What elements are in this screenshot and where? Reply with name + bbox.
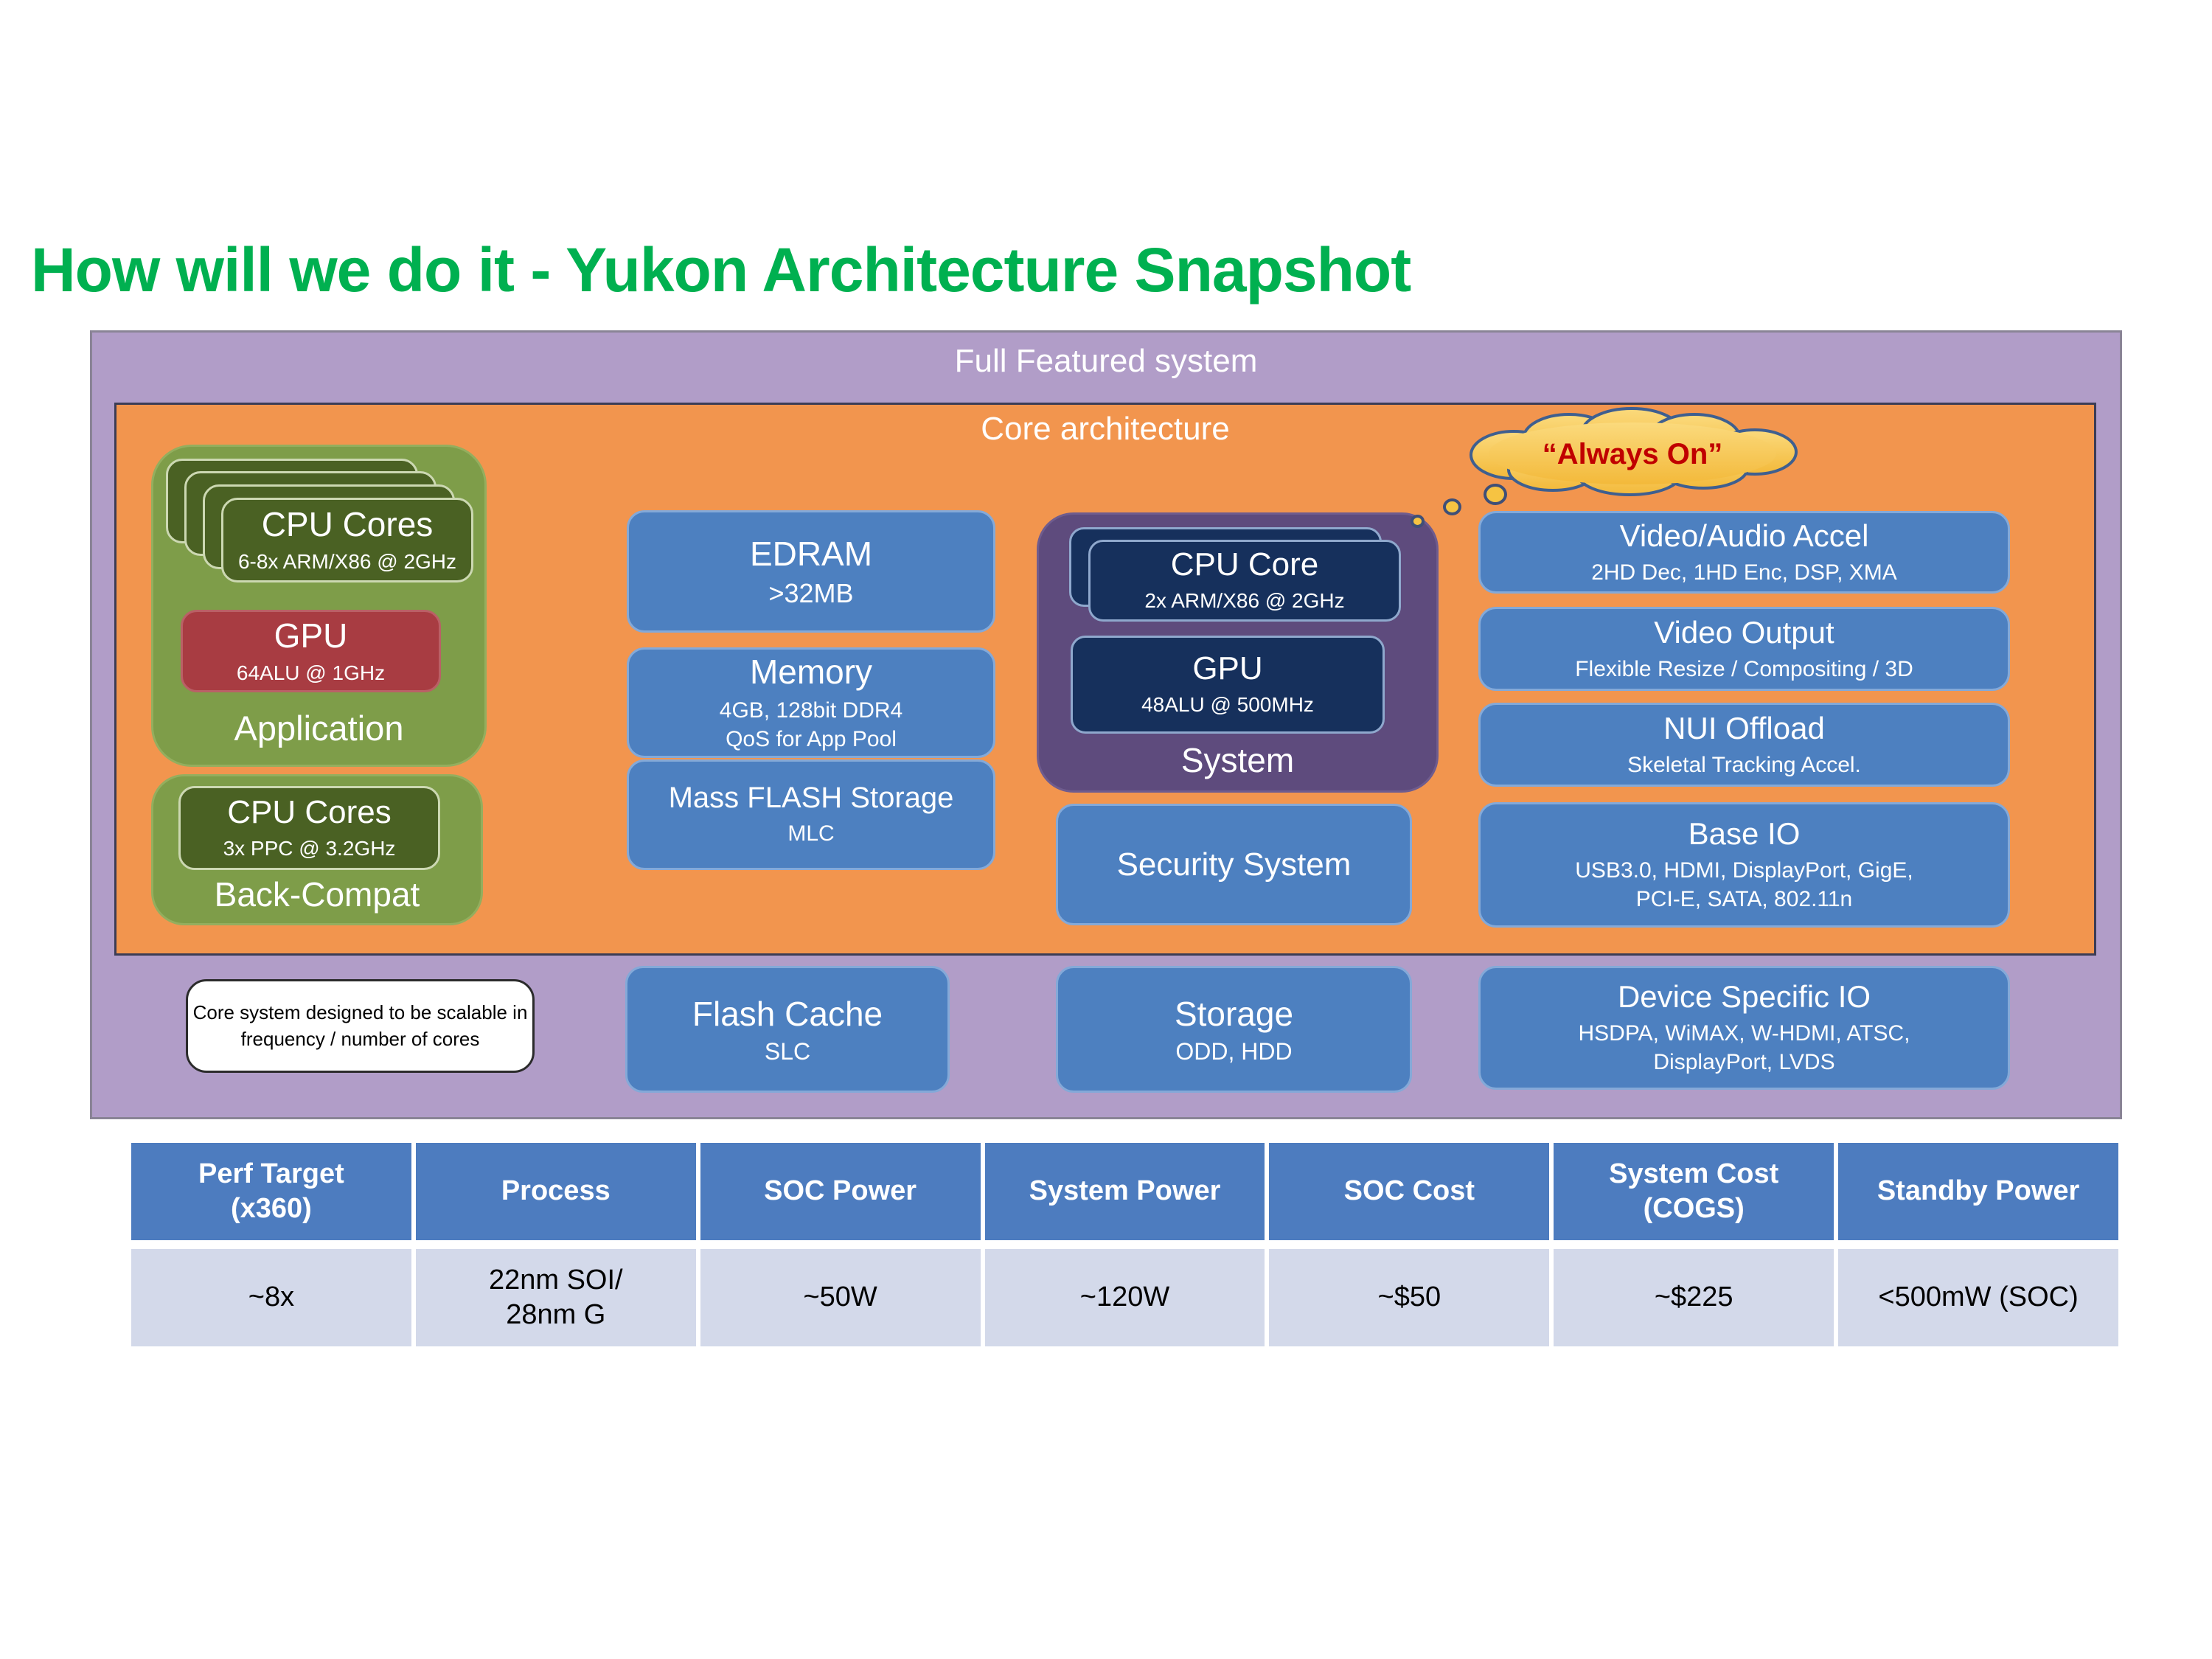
application-gpu-box: GPU 64ALU @ 1GHz [181, 610, 441, 692]
spec-table-header: System Power [984, 1143, 1265, 1240]
video-output-box: Video Output Flexible Resize / Compositi… [1478, 607, 2010, 691]
base-io-title: Base IO [1688, 816, 1801, 851]
full-featured-system-label: Full Featured system [954, 343, 1258, 379]
video-output-subtitle: Flexible Resize / Compositing / 3D [1575, 656, 1913, 681]
flash-cache-box: Flash Cache SLC [625, 966, 950, 1093]
backcompat-cpu-cores-box: CPU Cores 3x PPC @ 3.2GHz [178, 786, 440, 870]
backcompat-label: Back-Compat [214, 875, 420, 914]
application-cpu-cores-title: CPU Cores [261, 505, 434, 544]
backcompat-cpu-cores-subtitle: 3x PPC @ 3.2GHz [223, 836, 396, 860]
always-on-cloud: “Always On” [1444, 402, 1827, 501]
flash-cache-subtitle: SLC [764, 1037, 811, 1065]
storage-box: Storage ODD, HDD [1056, 966, 1412, 1093]
security-system-box: Security System [1056, 804, 1412, 925]
video-audio-accel-subtitle: 2HD Dec, 1HD Enc, DSP, XMA [1591, 560, 1897, 585]
nui-offload-subtitle: Skeletal Tracking Accel. [1627, 752, 1861, 777]
mass-flash-subtitle: MLC [787, 821, 835, 846]
base-io-box: Base IO USB3.0, HDMI, DisplayPort, GigE,… [1478, 802, 2010, 928]
spec-table-header: Process [415, 1143, 696, 1240]
thought-bubble [1411, 515, 1425, 528]
spec-table-cell: ~8x [131, 1249, 411, 1346]
memory-box: Memory 4GB, 128bit DDR4 QoS for App Pool [627, 647, 995, 758]
storage-title: Storage [1174, 994, 1294, 1033]
thought-bubble [1443, 498, 1461, 515]
device-specific-io-title: Device Specific IO [1617, 979, 1871, 1014]
spec-table-cell: ~120W [984, 1249, 1265, 1346]
application-gpu-title: GPU [274, 616, 348, 655]
system-cpu-core-title: CPU Core [1170, 546, 1319, 583]
base-io-subtitle: USB3.0, HDMI, DisplayPort, GigE, PCI-E, … [1575, 858, 1913, 911]
spec-table-header: System Cost (COGS) [1554, 1143, 1834, 1240]
memory-title: Memory [749, 653, 873, 691]
system-cpu-core-box: CPU Core 2x ARM/X86 @ 2GHz [1088, 540, 1401, 622]
video-audio-accel-title: Video/Audio Accel [1619, 518, 1869, 553]
application-gpu-subtitle: 64ALU @ 1GHz [236, 661, 386, 684]
spec-table-cell: 22nm SOI/ 28nm G [415, 1249, 696, 1346]
edram-box: EDRAM >32MB [627, 510, 995, 633]
video-output-title: Video Output [1654, 614, 1834, 650]
application-cpu-cores-subtitle: 6-8x ARM/X86 @ 2GHz [237, 550, 457, 574]
system-gpu-subtitle: 48ALU @ 500MHz [1141, 693, 1314, 717]
device-specific-io-subtitle: HSDPA, WiMAX, W-HDMI, ATSC, DisplayPort,… [1578, 1021, 1910, 1074]
storage-subtitle: ODD, HDD [1175, 1037, 1293, 1065]
scalability-note: Core system designed to be scalable in f… [186, 979, 535, 1073]
flash-cache-title: Flash Cache [692, 994, 883, 1033]
spec-table-cell: ~50W [700, 1249, 981, 1346]
spec-table-header: SOC Power [700, 1143, 981, 1240]
mass-flash-title: Mass FLASH Storage [668, 782, 954, 814]
system-cpu-core-subtitle: 2x ARM/X86 @ 2GHz [1144, 589, 1345, 613]
spec-table-header: Perf Target (x360) [131, 1143, 411, 1240]
spec-table-cell: ~$225 [1554, 1249, 1834, 1346]
cloud-shape: “Always On” [1470, 407, 1798, 496]
device-specific-io-box: Device Specific IO HSDPA, WiMAX, W-HDMI,… [1478, 966, 2010, 1090]
memory-subtitle: 4GB, 128bit DDR4 QoS for App Pool [719, 698, 903, 751]
edram-title: EDRAM [749, 535, 873, 573]
spec-table-header: Standby Power [1838, 1143, 2118, 1240]
spec-table: Perf Target (x360) Process SOC Power Sys… [131, 1143, 2118, 1346]
application-cpu-cores-box: CPU Cores 6-8x ARM/X86 @ 2GHz [221, 498, 473, 582]
edram-subtitle: >32MB [768, 578, 854, 608]
system-gpu-title: GPU [1192, 650, 1263, 687]
spec-table-header: SOC Cost [1269, 1143, 1550, 1240]
core-architecture-label: Core architecture [981, 411, 1230, 447]
always-on-label: “Always On” [1543, 438, 1723, 470]
system-gpu-box: GPU 48ALU @ 500MHz [1071, 636, 1385, 734]
nui-offload-box: NUI Offload Skeletal Tracking Accel. [1478, 703, 2010, 787]
video-audio-accel-box: Video/Audio Accel 2HD Dec, 1HD Enc, DSP,… [1478, 511, 2010, 594]
nui-offload-title: NUI Offload [1663, 710, 1825, 745]
backcompat-cpu-cores-title: CPU Cores [227, 793, 392, 830]
mass-flash-box: Mass FLASH Storage MLC [627, 759, 995, 870]
system-label: System [1180, 741, 1295, 779]
thought-bubble [1484, 484, 1507, 505]
spec-table-cell: ~$50 [1269, 1249, 1550, 1346]
security-system-title: Security System [1116, 846, 1352, 883]
page-title: How will we do it - Yukon Architecture S… [31, 235, 1411, 305]
spec-table-cell: <500mW (SOC) [1838, 1249, 2118, 1346]
application-label: Application [234, 709, 404, 748]
